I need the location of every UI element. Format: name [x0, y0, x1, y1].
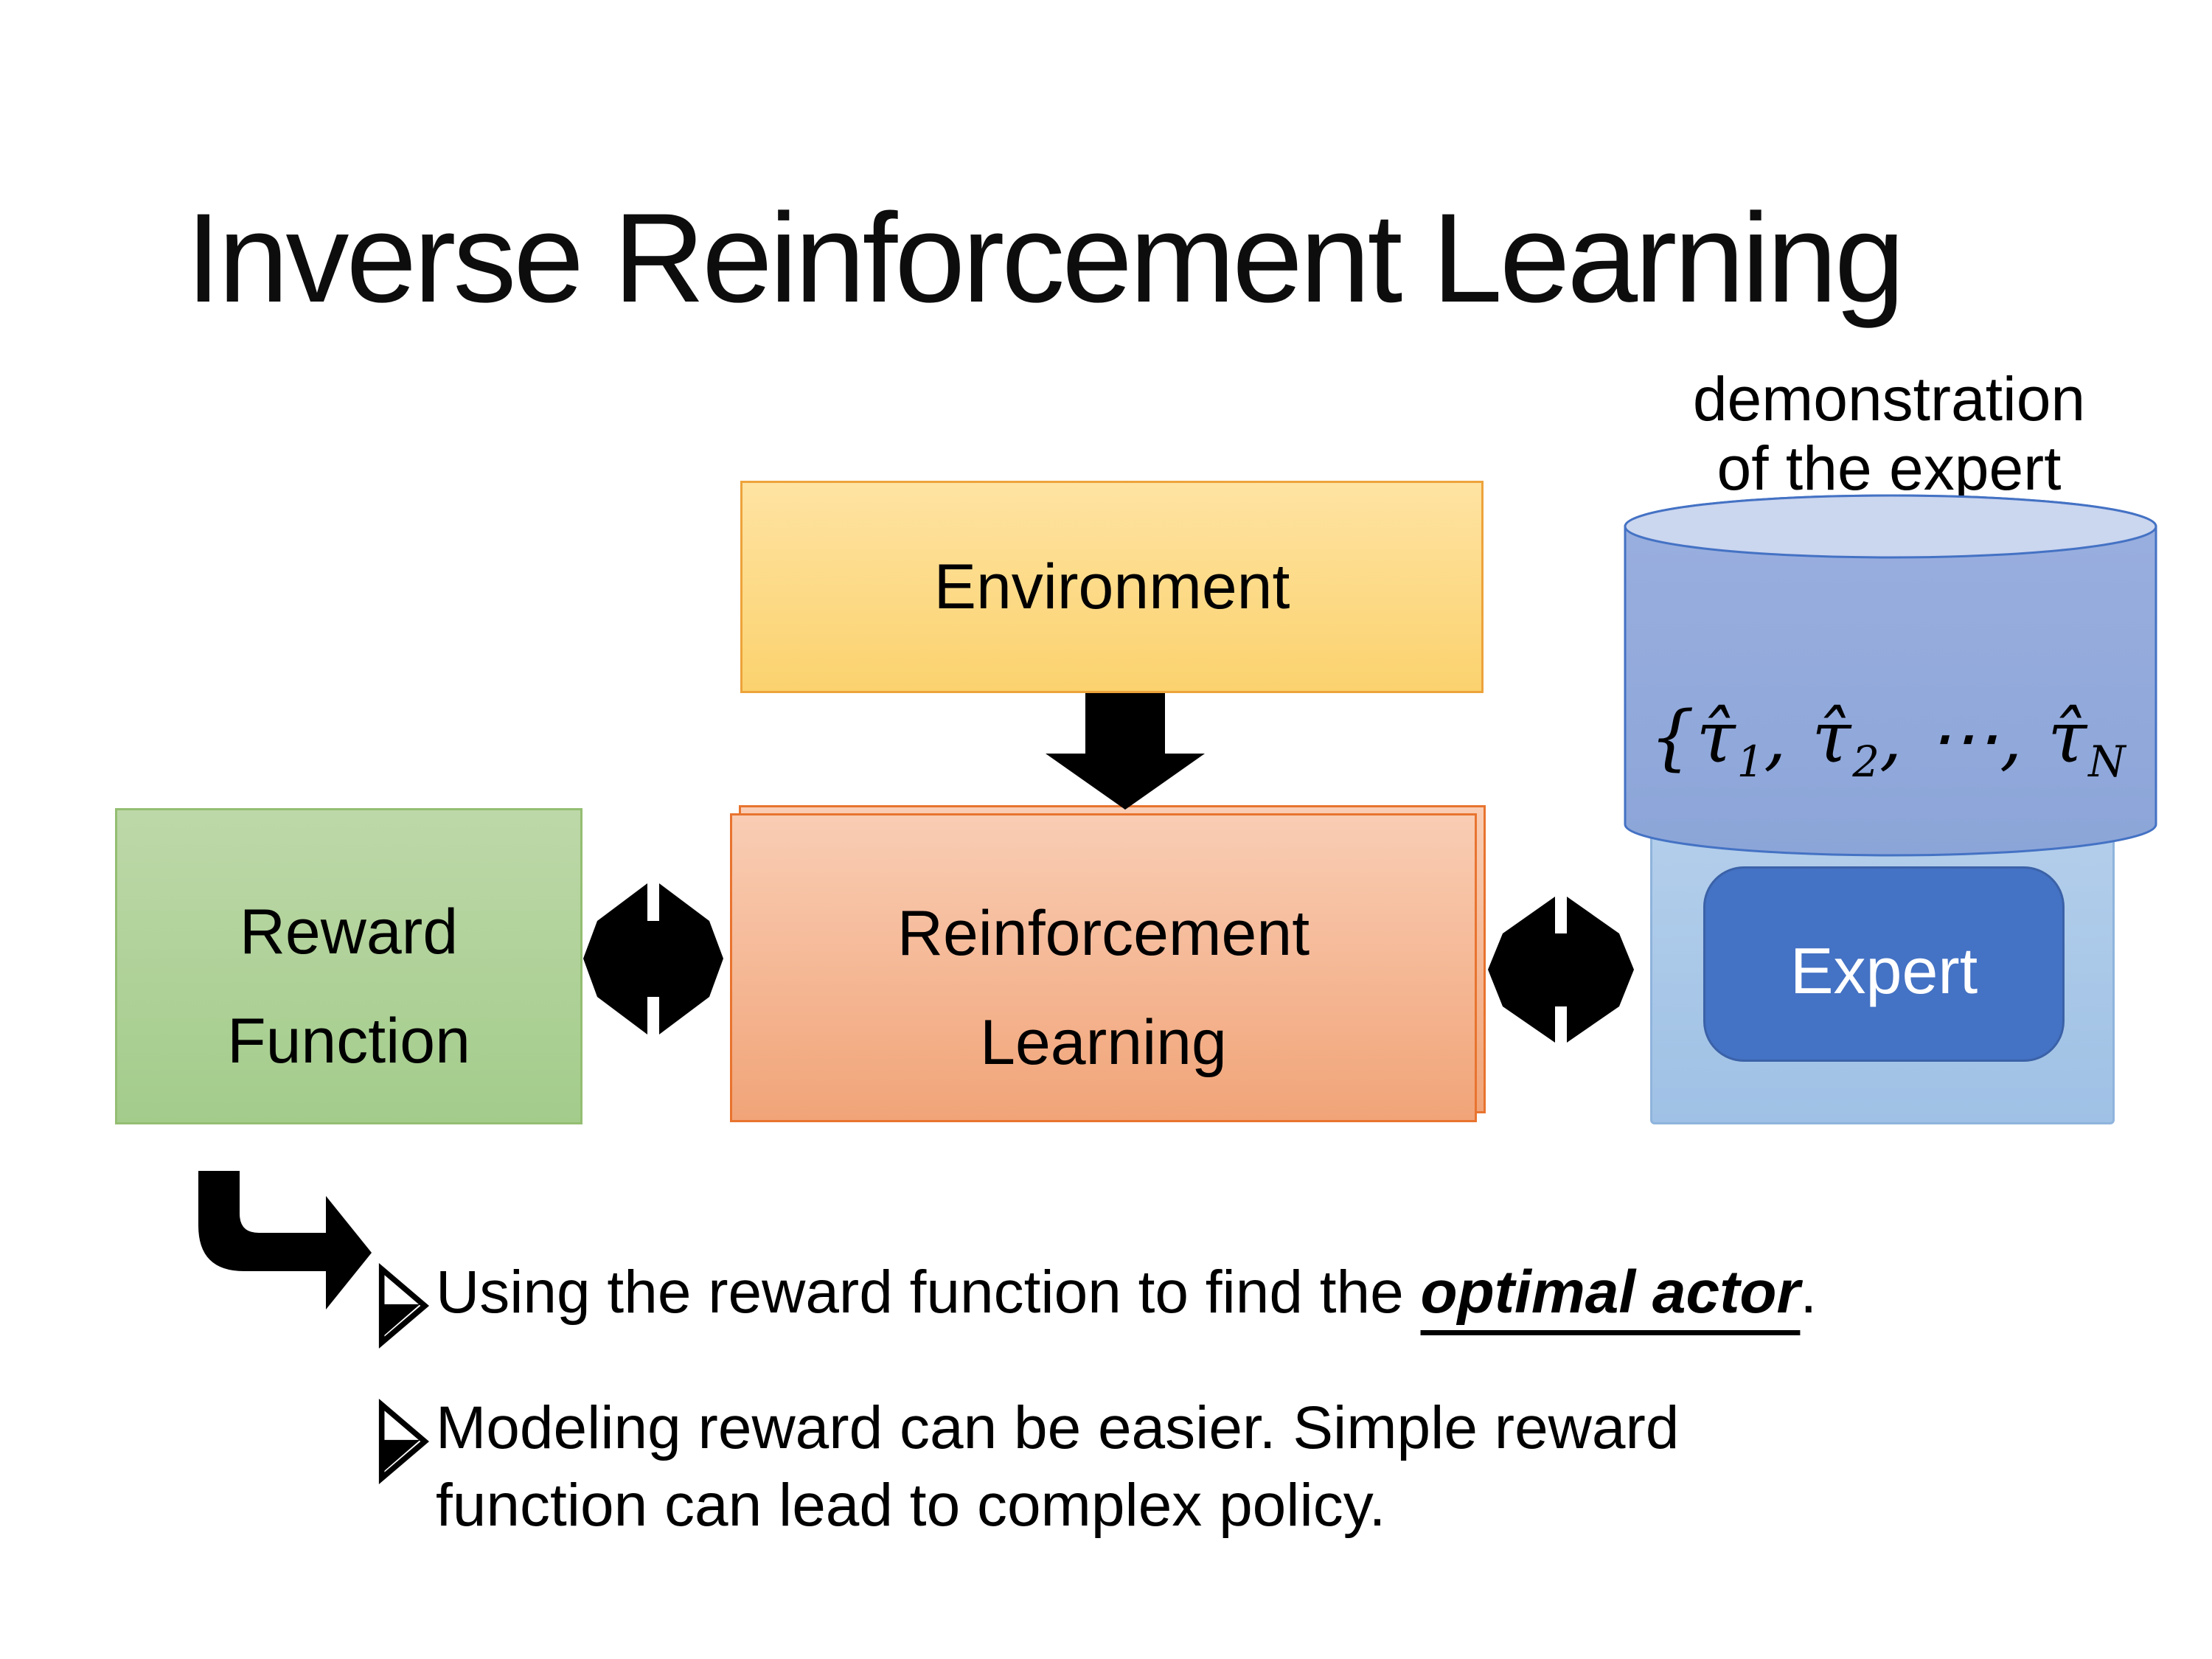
demonstration-label: demonstration of the expert [1622, 364, 2156, 503]
demonstration-label-line1: demonstration [1692, 364, 2086, 434]
reinforcement-learning-box: Reinforcement Learning [730, 813, 1477, 1122]
demonstration-label-line2: of the expert [1717, 434, 2062, 503]
exchange-arrow-left-icon [583, 883, 723, 1034]
bullet-2-text: Modeling reward can be easier. Simple re… [436, 1394, 1680, 1539]
reward-function-label: Reward Function [227, 897, 470, 1077]
reinforcement-learning-label: Reinforcement Learning [897, 898, 1310, 1078]
bullet-1-text: Using the reward function to find the op… [436, 1259, 1818, 1326]
reward-function-box: Reward Function [115, 808, 582, 1124]
environment-label: Environment [933, 552, 1290, 622]
bullet-item-1: Using the reward function to find the op… [372, 1253, 2068, 1354]
bullet-item-2: Modeling reward can be easier. Simple re… [372, 1389, 1840, 1544]
trajectories-formula: {τ̂1, τ̂2, ⋯, τ̂N [1649, 696, 2126, 787]
demonstrations-cylinder-icon [1624, 494, 2157, 857]
expert-label: Expert [1790, 933, 1978, 1007]
bullet-arrow-icon [378, 1262, 430, 1349]
environment-box: Environment [740, 481, 1484, 693]
bullet-arrow-icon [378, 1398, 430, 1485]
down-arrow-icon [1046, 693, 1205, 810]
expert-box: Expert [1703, 866, 2065, 1062]
optimal-actor-emphasis: optimal actor [1420, 1259, 1801, 1326]
elbow-arrow-icon [198, 1171, 372, 1310]
slide-title: Inverse Reinforcement Learning [186, 187, 1905, 329]
exchange-arrow-right-icon [1488, 897, 1634, 1043]
